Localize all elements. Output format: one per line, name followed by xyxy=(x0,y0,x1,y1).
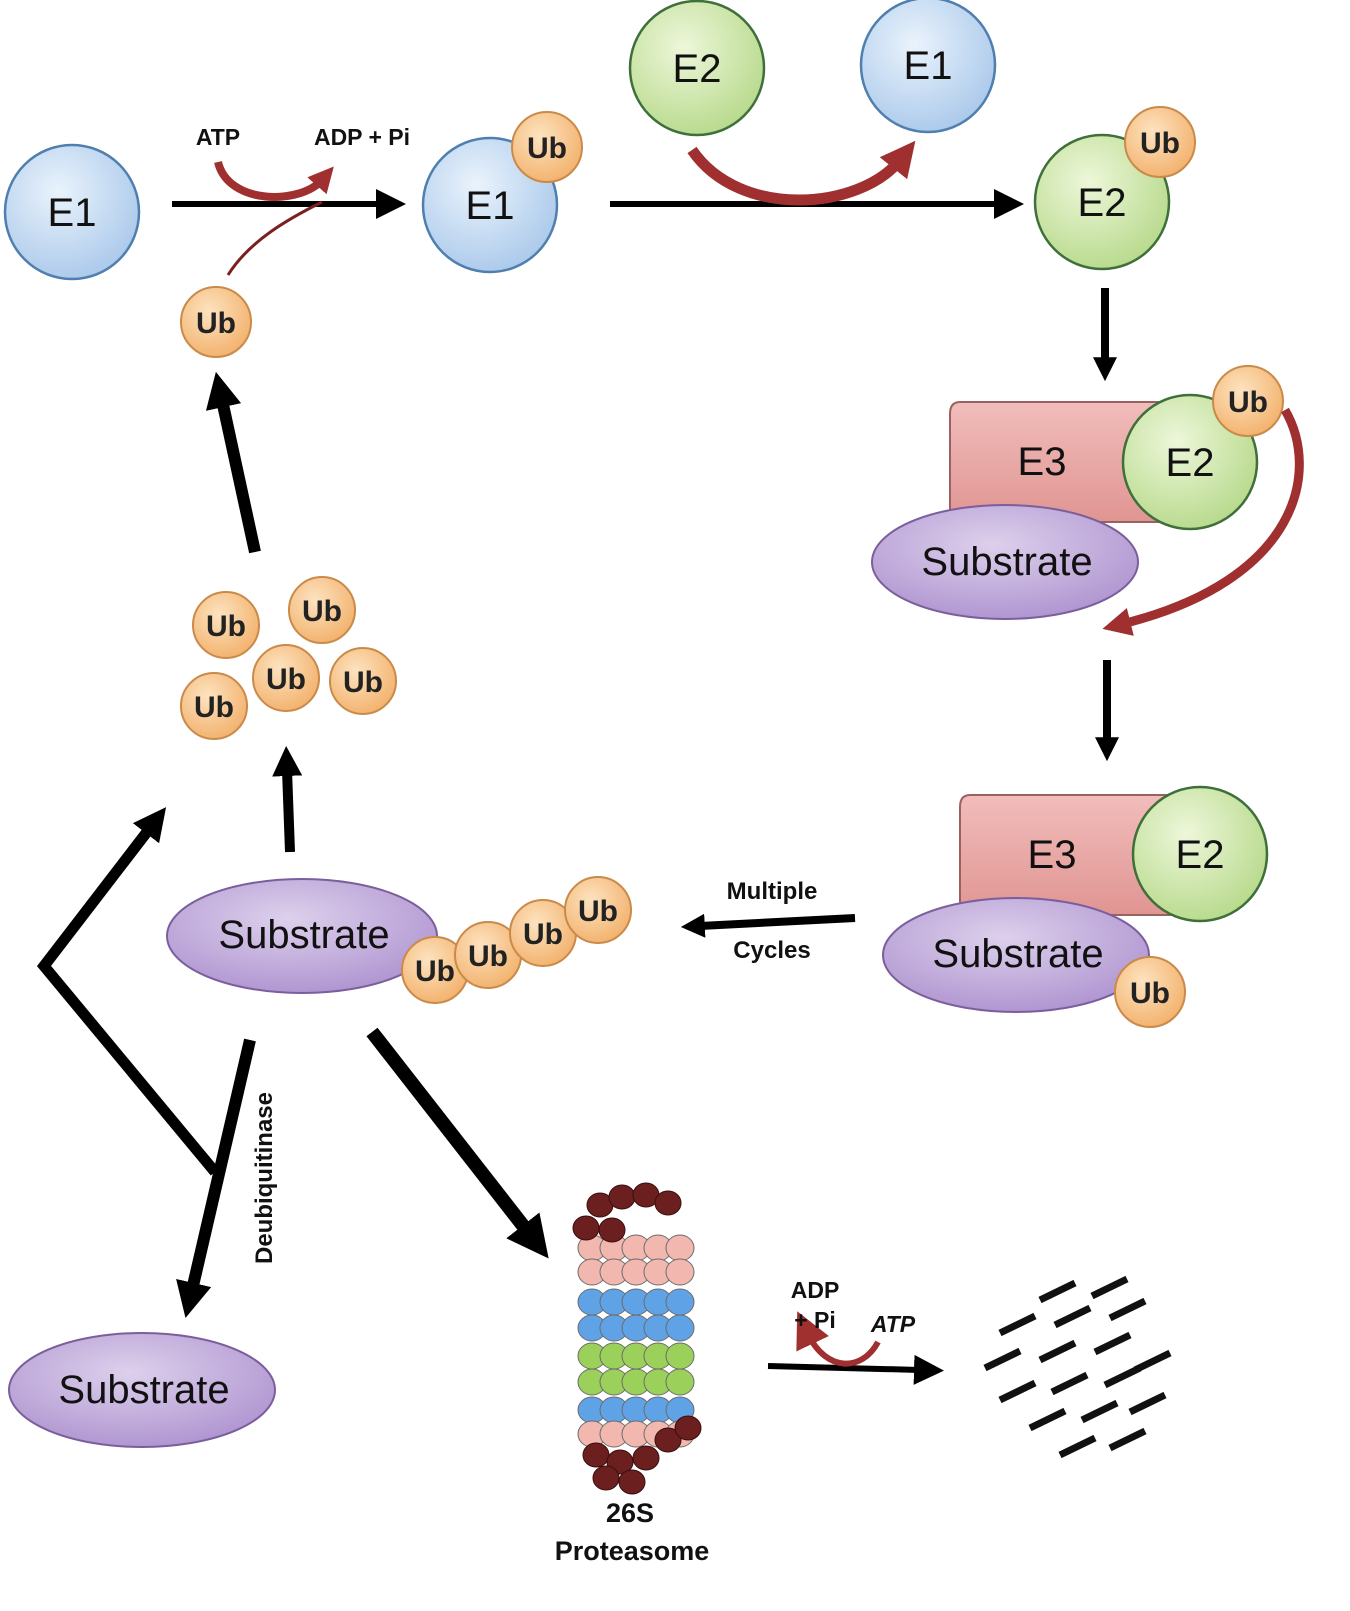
ub-pool: Ub Ub Ub Ub Ub xyxy=(180,576,397,740)
svg-text:Ub: Ub xyxy=(194,691,234,724)
atp-label: ATP xyxy=(870,1311,916,1337)
adp-pi-label: ADP + Pi xyxy=(314,124,410,150)
deubiquitinase-arrow xyxy=(176,1038,256,1319)
atp-consumption-arrow xyxy=(214,160,334,201)
substrate-label: Substrate xyxy=(58,1368,229,1412)
peptide-fragment xyxy=(1038,1339,1077,1364)
ub-recycle-arrow xyxy=(205,371,261,554)
svg-text:Ub: Ub xyxy=(1140,127,1180,160)
proteasome-cap-subunit xyxy=(582,1442,610,1468)
peptide-fragment xyxy=(1128,1391,1167,1416)
e3-e2-substrate-ub-complex: E3 E2 Substrate Ub xyxy=(882,785,1269,1028)
e2-label: E2 xyxy=(1078,181,1127,225)
e2-enzyme-free: E2 xyxy=(628,0,766,137)
peptide-fragment xyxy=(1080,1399,1119,1424)
substrate-free: Substrate xyxy=(8,1332,276,1448)
peptide-fragment xyxy=(1028,1407,1067,1432)
proteasome-cap-subunit xyxy=(674,1415,702,1441)
svg-text:Ub: Ub xyxy=(1130,977,1170,1010)
e2-label: E2 xyxy=(1166,441,1215,485)
proteasome-cap-subunit xyxy=(654,1190,682,1216)
ub-free: Ub xyxy=(180,286,252,358)
proteasome-subunit xyxy=(665,1234,695,1262)
substrate-label: Substrate xyxy=(932,932,1103,976)
e1-label: E1 xyxy=(466,184,515,228)
svg-text:Ub: Ub xyxy=(468,940,508,973)
deubiquitinase-label: Deubiquitinase xyxy=(251,1092,278,1264)
e1-ub-complex: E1 Ub xyxy=(421,111,583,274)
peptide-fragment xyxy=(1108,1297,1147,1322)
e1-label: E1 xyxy=(48,191,97,235)
peptide-fragment xyxy=(983,1347,1022,1372)
polyubiquitinated-substrate: Substrate Ub Ub Ub Ub xyxy=(166,876,632,1004)
multiple-cycles-arrow xyxy=(680,913,856,938)
proteasome-cap-subunit xyxy=(598,1217,626,1243)
e3-label: E3 xyxy=(1028,833,1077,877)
peptide-fragments-icon xyxy=(983,1275,1172,1459)
svg-text:Ub: Ub xyxy=(523,918,563,951)
peptide-fragment xyxy=(1133,1349,1172,1374)
proteasome-cap-subunit xyxy=(618,1469,646,1495)
proteasome-26s-label: 26S xyxy=(606,1498,654,1528)
peptide-fragment xyxy=(1108,1427,1147,1452)
proteasome-cap-subunit xyxy=(654,1427,682,1453)
e2-ub-complex: E2 Ub xyxy=(1033,106,1196,271)
proteasome-subunit xyxy=(665,1288,695,1316)
substrate-label: Substrate xyxy=(218,913,389,957)
plus-pi-label: + Pi xyxy=(794,1307,836,1333)
proteasome-targeting-arrow xyxy=(366,1027,549,1259)
proteasome-26s-icon xyxy=(572,1182,702,1495)
peptide-fragment xyxy=(1058,1434,1097,1459)
ub-transfer-arrow xyxy=(1102,407,1304,636)
multiple-label: Multiple xyxy=(727,878,818,905)
e3-label: E3 xyxy=(1018,440,1067,484)
svg-text:Ub: Ub xyxy=(527,132,567,165)
peptide-fragment xyxy=(1103,1364,1142,1389)
peptide-fragment xyxy=(1038,1279,1077,1304)
svg-text:Ub: Ub xyxy=(343,666,383,699)
e2-e1-exchange-arrow xyxy=(687,140,916,206)
peptide-fragment xyxy=(1090,1275,1129,1300)
e3-e2-substrate-complex: E3 E2 Ub Substrate xyxy=(871,365,1284,620)
atp-label: ATP xyxy=(196,124,240,150)
svg-text:Ub: Ub xyxy=(206,610,246,643)
ub-loading-arrow xyxy=(226,200,323,276)
proteasome-label: Proteasome xyxy=(555,1536,710,1566)
proteasome-cap-subunit xyxy=(572,1215,600,1241)
svg-text:Ub: Ub xyxy=(415,955,455,988)
peptide-fragment xyxy=(1053,1304,1092,1329)
peptide-fragment xyxy=(1093,1331,1132,1356)
e2-label: E2 xyxy=(1176,833,1225,877)
atp-hydrolysis-arrow xyxy=(796,1311,881,1367)
e1-enzyme-released: E1 xyxy=(859,0,997,134)
proteasome-subunit xyxy=(665,1314,695,1342)
deubiquitinase-branch xyxy=(36,807,220,1176)
ub-release-arrow xyxy=(272,746,303,853)
peptide-fragment xyxy=(1050,1371,1089,1396)
proteasome-cap-subunit xyxy=(592,1465,620,1491)
proteasome-subunit xyxy=(665,1258,695,1286)
e1-enzyme-free: E1 xyxy=(3,143,141,281)
e2-label: E2 xyxy=(673,47,722,91)
svg-text:Ub: Ub xyxy=(578,895,618,928)
svg-text:Ub: Ub xyxy=(302,595,342,628)
svg-text:Ub: Ub xyxy=(196,307,236,340)
svg-text:Ub: Ub xyxy=(1228,386,1268,419)
peptide-fragment xyxy=(998,1312,1037,1337)
svg-text:Ub: Ub xyxy=(266,663,306,696)
adp-label: ADP xyxy=(791,1277,840,1303)
proteasome-subunit xyxy=(665,1368,695,1396)
cycles-label: Cycles xyxy=(733,937,810,964)
substrate-label: Substrate xyxy=(921,540,1092,584)
proteasome-cap-subunit xyxy=(632,1445,660,1471)
proteasome-subunit xyxy=(665,1342,695,1370)
proteasome-cap-subunit xyxy=(608,1184,636,1210)
degradation-arrow xyxy=(767,1354,944,1385)
peptide-fragment xyxy=(998,1379,1037,1404)
e1-label: E1 xyxy=(904,44,953,88)
